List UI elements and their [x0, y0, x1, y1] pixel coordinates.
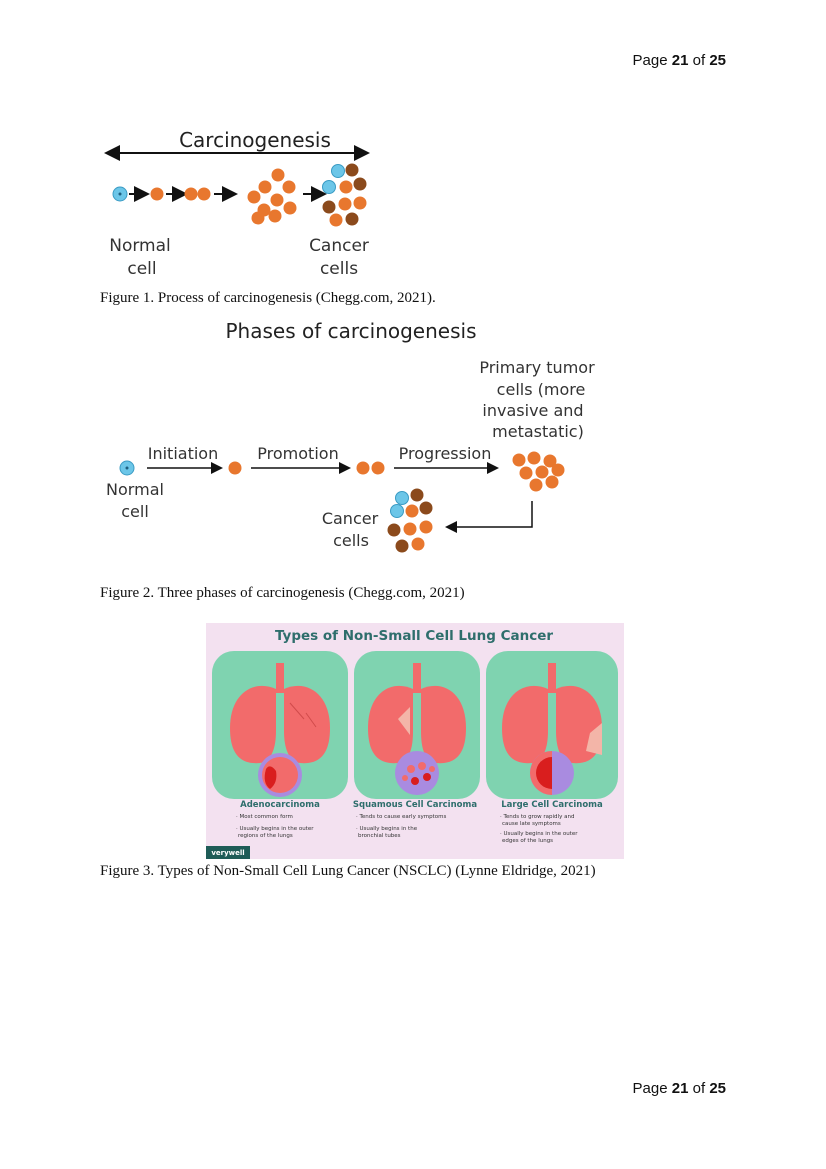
verywell-logo-text: verywell — [211, 849, 244, 857]
cancer-cells-cluster — [387, 488, 433, 553]
figure-2-caption: Figure 2. Three phases of carcinogenesis… — [100, 585, 465, 601]
header-page-number: Page 21 of 25 — [633, 52, 726, 69]
type-1-bullet-1: · Most common form — [236, 814, 293, 820]
cancer-label-1: Cancer — [322, 509, 379, 528]
page-current: 21 — [671, 1080, 689, 1097]
page-total: 25 — [709, 52, 726, 69]
type-2-bullet-2a: · Usually begins in the — [356, 826, 418, 832]
page-current: 21 — [671, 52, 689, 69]
normal-label-2: cell — [127, 259, 156, 279]
figure-1-caption: Figure 1. Process of carcinogenesis (Che… — [100, 290, 436, 306]
panel-adenocarcinoma — [212, 651, 348, 799]
footer-page-number: Page 21 of 25 — [633, 1080, 726, 1097]
cancer-cells-cluster — [322, 163, 367, 227]
type-3-bullet-1b: cause late symptoms — [502, 821, 561, 827]
type-3-name: Large Cell Carcinoma — [501, 800, 603, 810]
type-3-bullet-2b: edges of the lungs — [502, 838, 553, 844]
normal-label-1: Normal — [106, 480, 164, 499]
progression-label: Progression — [399, 444, 492, 463]
type-2-bullet-2b: bronchial tubes — [358, 833, 401, 839]
primary-label-1: Primary tumor — [479, 358, 595, 377]
page-label: Page — [632, 52, 668, 69]
cell-cluster — [247, 168, 297, 225]
figure-3-title: Types of Non-Small Cell Lung Cancer — [275, 628, 553, 644]
panel-squamous — [354, 651, 480, 799]
initiated-cell — [228, 461, 242, 475]
primary-tumor-cells — [512, 451, 565, 492]
cancer-label-1: Cancer — [309, 236, 369, 256]
type-2-name: Squamous Cell Carcinoma — [353, 800, 477, 810]
primary-label-2: cells (more — [497, 380, 586, 399]
figure-2-phases: Phases of carcinogenesis Primary tumor c… — [100, 315, 620, 565]
type-1-name: Adenocarcinoma — [240, 800, 320, 810]
primary-label-4: metastatic) — [492, 422, 584, 441]
normal-label-2: cell — [121, 502, 149, 521]
figure-1-carcinogenesis: Carcinogenesis — [100, 120, 400, 285]
cancer-label-2: cells — [320, 259, 358, 279]
cancer-label-2: cells — [333, 531, 369, 550]
page-of: of — [692, 52, 706, 69]
type-1-bullet-2b: regions of the lungs — [238, 833, 293, 839]
figure-3-caption: Figure 3. Types of Non-Small Cell Lung C… — [100, 863, 596, 879]
initiation-label: Initiation — [148, 444, 218, 463]
verywell-logo — [206, 846, 250, 859]
page-total: 25 — [709, 1080, 726, 1097]
figure-1-title: Carcinogenesis — [179, 128, 331, 152]
return-arrow — [445, 501, 533, 533]
figure-2-title: Phases of carcinogenesis — [225, 319, 476, 343]
orange-cell — [150, 187, 164, 201]
figure-3-nsclc-types: Types of Non-Small Cell Lung Cancer — [206, 623, 624, 859]
panel-large-cell — [486, 651, 618, 799]
primary-label-3: invasive and — [482, 401, 583, 420]
page-of: of — [692, 1080, 706, 1097]
type-3-bullet-1a: · Tends to grow rapidly and — [500, 814, 574, 820]
type-3-bullet-2a: · Usually begins in the outer — [500, 831, 578, 837]
type-2-bullet-1: · Tends to cause early symptoms — [356, 814, 446, 820]
normal-label-1: Normal — [109, 236, 171, 256]
promotion-label: Promotion — [257, 444, 338, 463]
type-1-bullet-2a: · Usually begins in the outer — [236, 826, 314, 832]
page-label: Page — [632, 1080, 668, 1097]
